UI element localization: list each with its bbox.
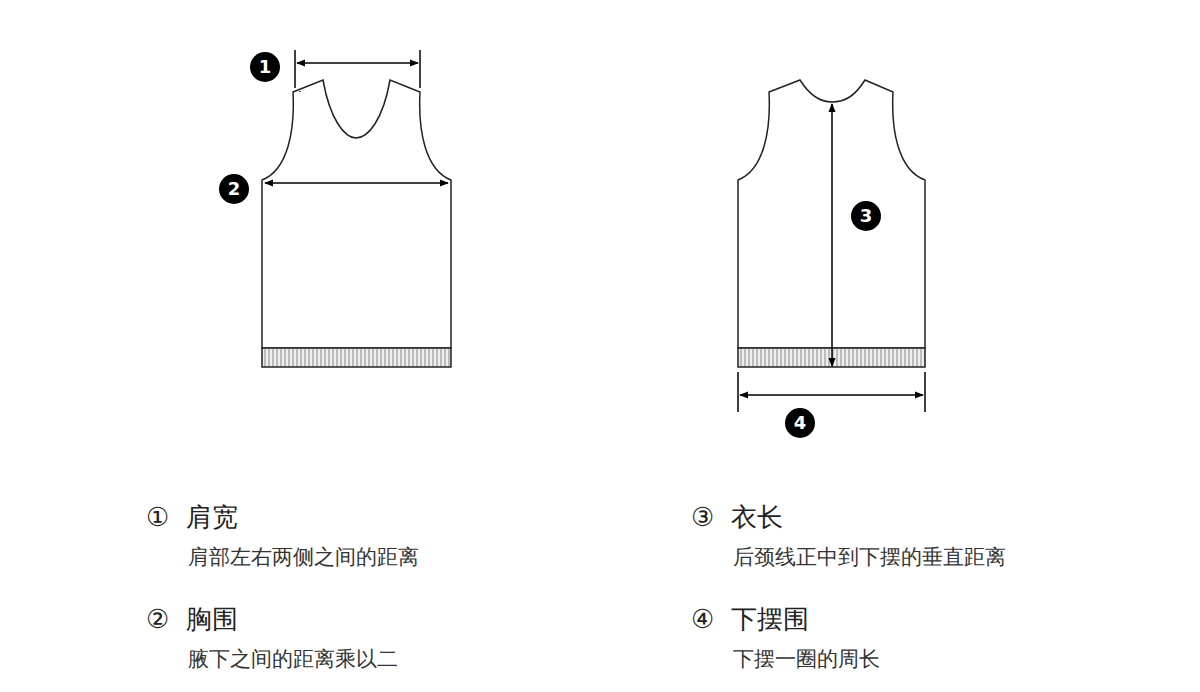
dimension-length — [831, 104, 833, 366]
item-title: 肩宽 — [186, 502, 238, 533]
item-number: ① — [146, 502, 169, 533]
item-description: 腋下之间的距离乘以二 — [188, 647, 398, 672]
front-vest — [262, 80, 451, 367]
item-description: 后颈线正中到下摆的垂直距离 — [733, 545, 1006, 570]
callout-number: 1 — [259, 56, 272, 78]
callout-number: 3 — [860, 205, 873, 227]
item-title: 胸围 — [186, 604, 238, 635]
item-description: 下摆一圈的周长 — [733, 647, 880, 672]
item-title: 衣长 — [731, 502, 783, 533]
item-number: ③ — [691, 502, 714, 533]
dimension-chest — [265, 182, 448, 184]
callout-number: 2 — [228, 178, 241, 200]
item-title: 下摆围 — [731, 604, 809, 635]
callout-number: 4 — [794, 412, 807, 434]
callout-discs — [219, 52, 881, 438]
dimension-shoulder — [295, 50, 420, 88]
item-number: ② — [146, 604, 169, 635]
dimension-hem — [738, 372, 925, 412]
item-description: 肩部左右两侧之间的距离 — [188, 545, 419, 570]
item-number: ④ — [691, 604, 714, 635]
back-vest — [738, 80, 925, 367]
